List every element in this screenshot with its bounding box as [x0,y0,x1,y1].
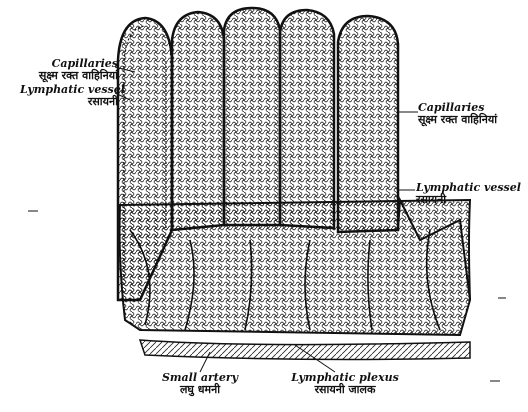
label-lymphatic-left-hi: रसायनी [20,96,118,108]
label-lymphatic-plexus-en: Lymphatic plexus [285,372,405,384]
label-capillaries-left: Capillaries सूक्ष्म रक्त वाहिनियां [20,58,118,81]
label-lymphatic-left-en: Lymphatic vessel [20,84,118,96]
label-lymphatic-plexus-hi: रसायनी जालक [285,384,405,396]
label-lymphatic-left: Lymphatic vessel रसायनी [20,84,118,107]
villus-2 [172,12,224,230]
label-lymphatic-plexus: Lymphatic plexus रसायनी जालक [285,372,405,395]
label-lymphatic-right-en: Lymphatic vessel [416,182,524,194]
label-capillaries-right-hi: सूक्ष्म रक्त वाहिनियां [418,114,523,126]
villus-5 [338,16,398,232]
label-capillaries-right-en: Capillaries [418,102,523,114]
label-small-artery-en: Small artery [160,372,240,384]
label-capillaries-left-en: Capillaries [20,58,118,70]
label-capillaries-right: Capillaries सूक्ष्म रक्त वाहिनियां [418,102,523,125]
label-lymphatic-right: Lymphatic vessel रसायनी [416,182,524,205]
label-lymphatic-right-hi: रसायनी [416,194,524,206]
label-capillaries-left-hi: सूक्ष्म रक्त वाहिनियां [20,70,118,82]
submucosa-band [140,340,470,359]
villus-4 [280,10,334,228]
label-small-artery-hi: लघु धमनी [160,384,240,396]
villus-3 [224,8,280,225]
label-small-artery: Small artery लघु धमनी [160,372,240,395]
